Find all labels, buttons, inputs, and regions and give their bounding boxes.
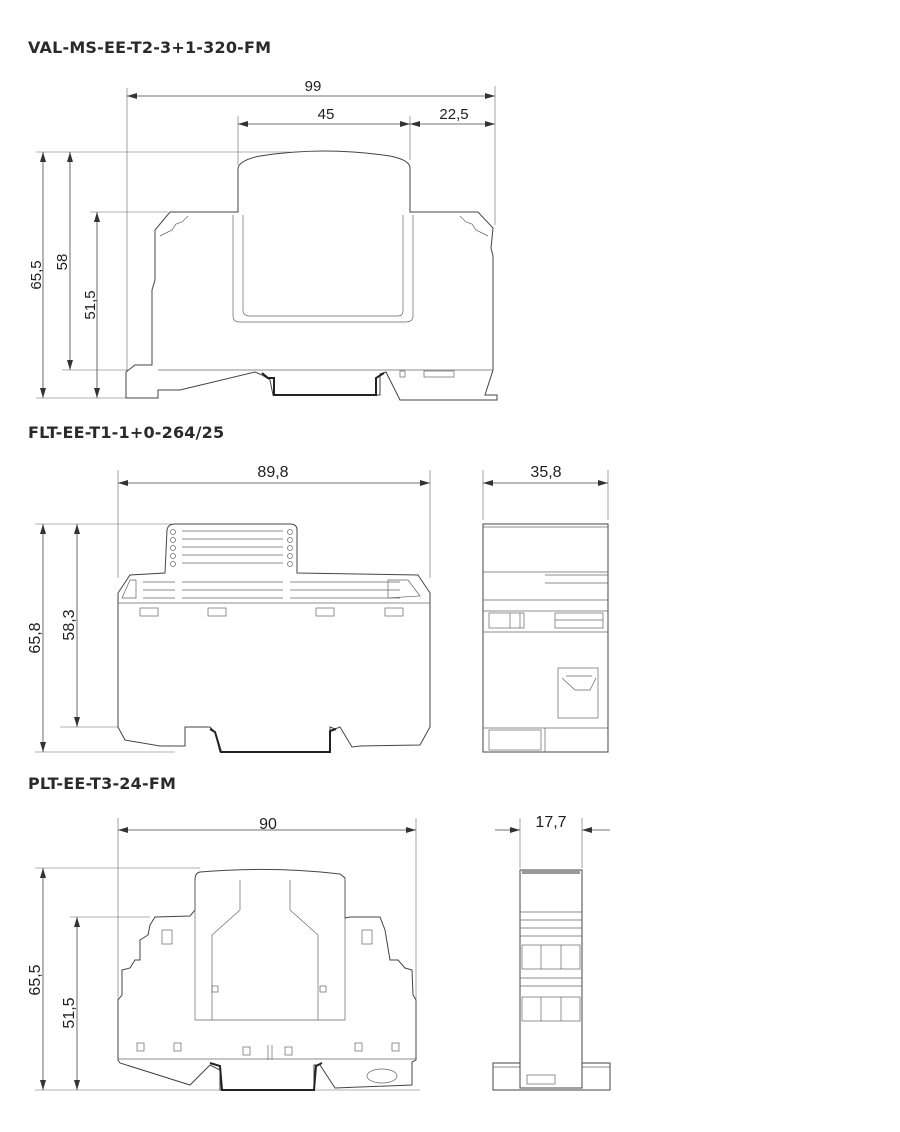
dimension-label-58: 58 [54, 254, 71, 271]
drawing-flt-ee: 89,8 35,8 65,8 58,3 [27, 464, 609, 753]
drawing-val-ms-ee: 99 45 22,5 65,5 58 51,5 [28, 78, 498, 401]
vent-slots [121, 529, 421, 599]
dimension-label-51-5: 51,5 [82, 290, 99, 319]
dimension-label-35-8: 35,8 [530, 464, 561, 481]
drawing-title-val-ms: VAL-MS-EE-T2-3+1-320-FM [28, 38, 272, 57]
indicator-windows [136, 1042, 400, 1060]
device-front-view-plt-ee [117, 868, 417, 1091]
dimension-label-65-5: 65,5 [27, 964, 44, 995]
drawing-title-plt-ee: PLT-EE-T3-24-FM [28, 774, 177, 793]
dimension-label-89-8: 89,8 [257, 464, 288, 481]
extension-lines [35, 470, 609, 753]
dimension-label-45: 45 [318, 106, 335, 123]
drawing-title-flt-ee: FLT-EE-T1-1+0-264/25 [28, 423, 225, 442]
device-front-view-flt-ee [117, 523, 431, 753]
indicator-windows [139, 607, 404, 617]
device-side-view-flt-ee [482, 523, 609, 753]
device-outline-val-ms [125, 150, 498, 401]
dimension-label-99: 99 [305, 78, 322, 95]
dimension-label-17-7: 17,7 [535, 814, 566, 831]
dimension-label-51-5: 51,5 [61, 997, 78, 1028]
dimension-label-65-5: 65,5 [28, 260, 45, 289]
dimension-label-65-8: 65,8 [27, 622, 44, 653]
device-side-view-plt-ee [492, 869, 611, 1091]
dimension-label-90: 90 [259, 816, 277, 833]
drawing-plt-ee: 90 17,7 65,5 51,5 [27, 814, 611, 1091]
dimension-label-58-3: 58,3 [61, 609, 78, 640]
dimension-label-22-5: 22,5 [439, 106, 468, 123]
